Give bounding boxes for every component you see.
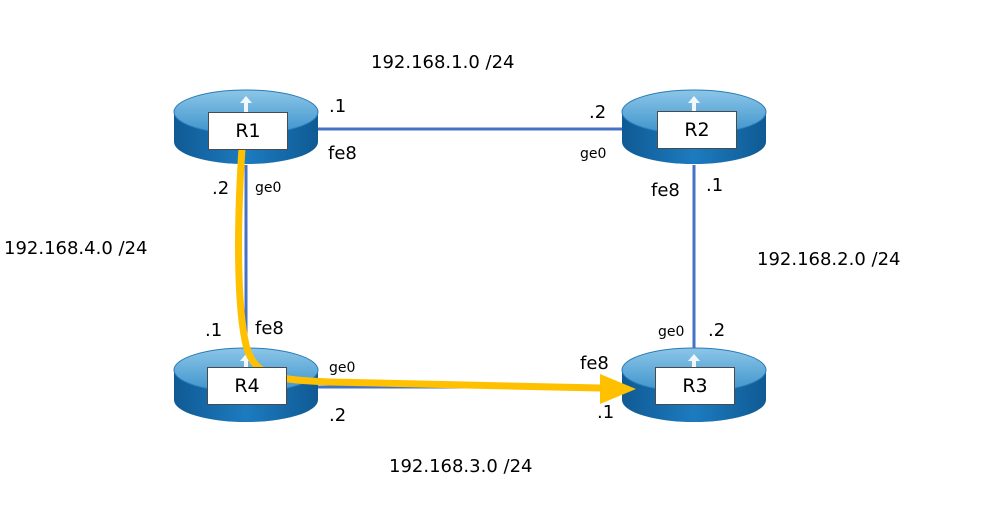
r3-n2-interface: ge0 [658, 324, 685, 340]
r1-n4-address: .2 [212, 178, 230, 199]
network-label-2: 192.168.2.0 /24 [757, 249, 901, 270]
router-r4-label: R4 [207, 367, 287, 405]
network-label-4: 192.168.4.0 /24 [4, 238, 148, 259]
r4-n3-address: .2 [329, 405, 347, 426]
r2-n2-address: .1 [706, 175, 724, 196]
r4-n4-interface: fe8 [255, 318, 284, 339]
path-arrow [235, 144, 604, 392]
network-label-1: 192.168.1.0 /24 [371, 52, 515, 73]
r2-n1-interface: ge0 [580, 146, 607, 162]
r1-n1-address: .1 [329, 96, 347, 117]
r3-n3-address: .1 [597, 402, 615, 423]
path-arrowhead [600, 374, 636, 404]
r4-n3-interface: ge0 [329, 360, 356, 376]
r2-n2-interface: fe8 [651, 180, 680, 201]
r1-n4-interface: ge0 [255, 180, 282, 196]
router-r3-label: R3 [655, 367, 735, 405]
r3-n3-interface: fe8 [580, 353, 609, 374]
r3-n2-address: .2 [708, 320, 726, 341]
r4-n4-address: .1 [205, 320, 223, 341]
r2-n1-address: .2 [589, 102, 607, 123]
router-r2-label: R2 [657, 111, 737, 149]
r1-n1-interface: fe8 [328, 143, 357, 164]
network-label-3: 192.168.3.0 /24 [389, 456, 533, 477]
router-r1-label: R1 [208, 112, 288, 150]
